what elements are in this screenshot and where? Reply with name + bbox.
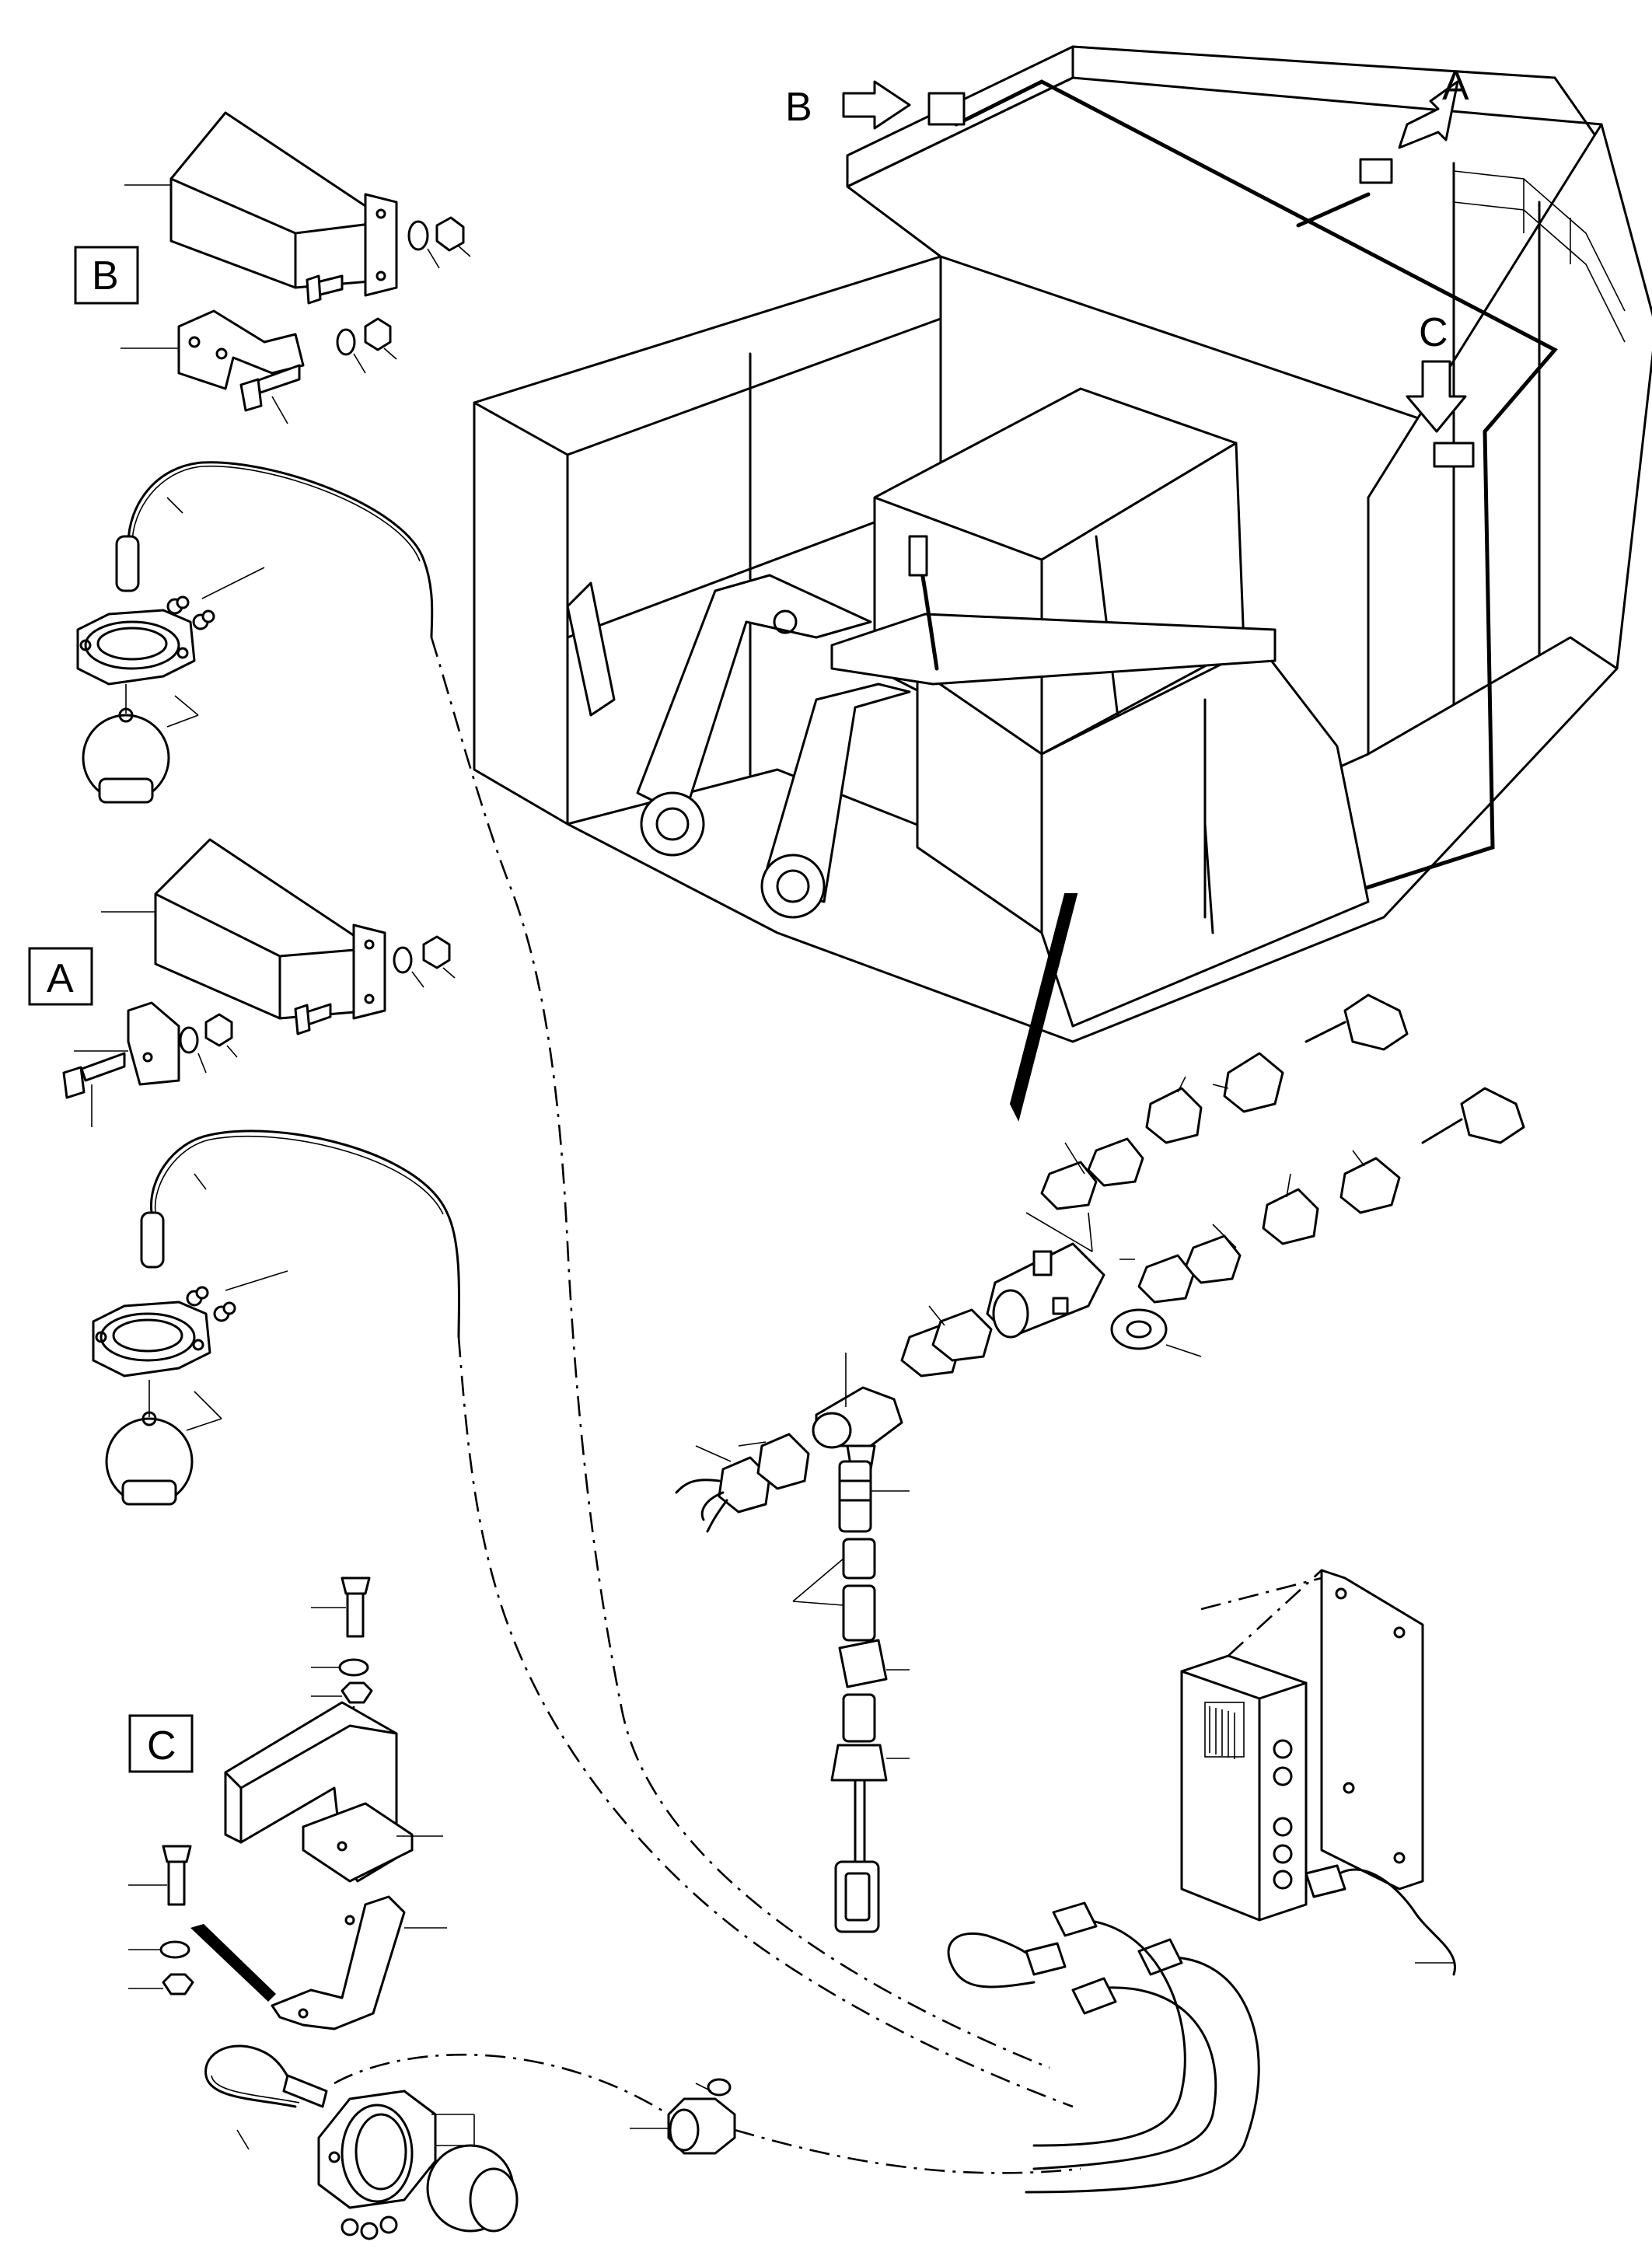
detail-b: B [74, 111, 471, 424]
control-unit [947, 1569, 1457, 2194]
arrow-a-label: A [1442, 64, 1469, 109]
connector-harness [675, 993, 1525, 1933]
detail-c: C [128, 1576, 447, 2030]
arrow-b-label: B [785, 85, 812, 130]
detail-b-label: B [92, 253, 119, 299]
cable-clamp [630, 2078, 736, 2155]
arrow-c: C [1406, 310, 1467, 433]
box-c-location [1433, 442, 1475, 468]
sensor-assembly-2 [92, 1130, 461, 1506]
detail-c-label: C [147, 1723, 176, 1768]
cable-routes [334, 637, 1322, 2174]
detail-c-box [128, 1714, 194, 1773]
arrow-b: B [785, 80, 911, 130]
sensor-assembly-3 [204, 2044, 519, 2240]
sensor-assembly-1 [76, 461, 434, 804]
detail-b-box [74, 246, 139, 305]
vent-grille [1209, 1706, 1235, 1759]
detail-a-label: A [47, 956, 74, 1001]
detail-a-box [28, 947, 93, 1006]
arrow-a: A [1398, 64, 1469, 149]
box-a-location [1359, 158, 1393, 184]
arrow-c-label: C [1419, 310, 1448, 355]
box-b-location [927, 92, 966, 126]
machine-body [473, 45, 1652, 1122]
detail-a: A [28, 838, 456, 1127]
